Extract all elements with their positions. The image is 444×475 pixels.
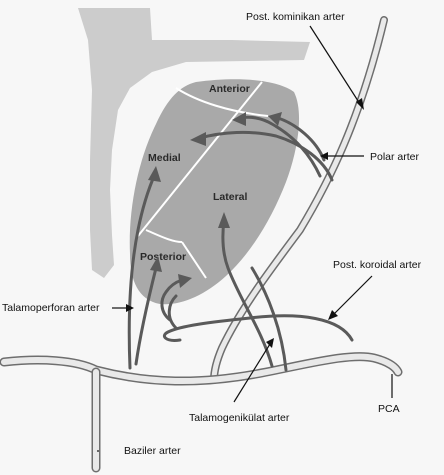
label-talamogenikulat: Talamogenikülat arter	[189, 412, 290, 424]
pointer-polar-head	[320, 152, 328, 160]
talamoperforan-branch-2	[134, 266, 158, 366]
pointer-talamoperforan-head	[126, 304, 134, 312]
label-pca: PCA	[378, 403, 400, 415]
region-label-posterior: Posterior	[140, 251, 186, 263]
thalamus-body	[129, 79, 300, 305]
talamogenikulat-arrowhead-1	[218, 212, 230, 228]
pointer-post-kominikan	[309, 25, 361, 105]
label-polar: Polar arter	[370, 151, 420, 163]
region-divider-main	[137, 81, 263, 237]
talamoperforan-arrowhead-1	[148, 166, 161, 182]
talamoperforan-arrowhead-2	[150, 256, 162, 272]
polar-arrowhead-3	[268, 112, 282, 126]
talamogenikulat-branch-1	[221, 218, 274, 368]
polar-arrowhead-1	[190, 132, 206, 146]
label-post-koroidal: Post. koroidal arter	[333, 259, 422, 271]
background-structure	[78, 8, 310, 278]
polar-branch-3	[276, 116, 326, 162]
region-divider-anterior	[175, 87, 269, 117]
region-label-medial: Medial	[148, 152, 181, 164]
talamoperforan-branch-1	[127, 172, 157, 370]
label-post-kominikan: Post. kominikan arter	[246, 11, 345, 23]
pointer-post-kominikan-head	[356, 98, 364, 110]
pointer-talamogenikulat-head	[266, 338, 274, 348]
label-baziler: Baziler arter	[124, 445, 181, 457]
region-divider-posterior-top	[145, 229, 183, 243]
label-talamoperforan: Talamoperforan arter	[2, 302, 100, 314]
posterior-branch-1	[160, 278, 184, 322]
posterior-branch-2	[167, 294, 178, 330]
region-label-anterior: Anterior	[209, 83, 250, 95]
polar-branch-1	[198, 130, 334, 182]
posterior-choroidal-artery-loop	[163, 314, 354, 342]
polar-branch-2	[238, 115, 322, 178]
posterior-branch-arrowhead-1	[178, 274, 192, 288]
pointer-post-koroidal-head	[328, 310, 338, 320]
talamogenikulat-branch-2	[250, 266, 288, 372]
posterior-communicating-artery	[210, 16, 388, 384]
pointer-talamogenikulat	[233, 343, 271, 403]
polar-arrowhead-2	[232, 112, 246, 126]
region-label-lateral: Lateral	[213, 191, 248, 203]
pointer-post-koroidal	[333, 275, 373, 315]
region-divider-posterior	[181, 241, 207, 279]
posterior-cerebral-artery	[0, 352, 403, 386]
